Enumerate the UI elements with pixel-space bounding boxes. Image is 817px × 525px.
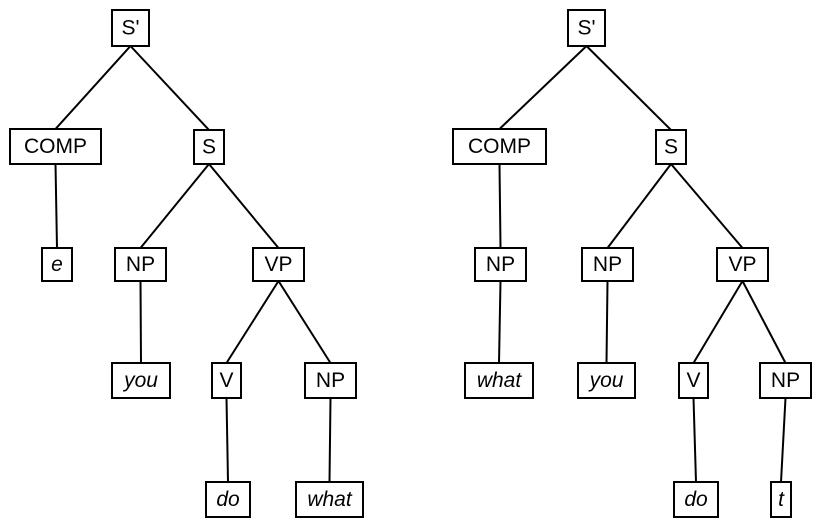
tree-node-R-COMP[interactable]: COMP [452, 128, 547, 165]
tree-edge-L-V-to-L-do [225, 397, 229, 483]
node-box-L-e [41, 247, 73, 282]
tree-node-R-VP[interactable]: VP [716, 247, 769, 282]
tree-edge-L-Sbar-to-L-COMP [54, 45, 132, 130]
tree-node-R-NP2[interactable]: NP [759, 362, 812, 399]
node-box-L-VP [252, 247, 305, 282]
tree-node-R-t[interactable]: t [770, 481, 792, 518]
tree-edge-R-NP2-to-R-t [780, 397, 787, 483]
tree-edge-R-NP1-to-R-you [605, 280, 609, 364]
tree-node-R-you[interactable]: you [577, 362, 636, 399]
node-box-L-what [295, 481, 364, 518]
node-box-R-S [655, 129, 687, 165]
node-box-L-V [211, 362, 242, 399]
node-box-R-do [673, 481, 719, 518]
node-label-R-V: V [686, 369, 700, 392]
node-label-R-COMP: COMP [468, 135, 531, 158]
tree-node-R-Sbar[interactable]: S' [567, 9, 606, 47]
tree-edge-R-Sbar-to-R-COMP [498, 45, 588, 130]
tree-edge-L-S-to-L-VP [208, 163, 280, 249]
node-box-L-COMP [9, 128, 102, 165]
tree-node-L-Sbar[interactable]: S' [111, 9, 150, 47]
node-label-L-what: what [307, 488, 353, 511]
node-label-L-NP2: NP [316, 369, 345, 392]
node-box-L-you [111, 362, 171, 399]
node-box-R-NP1 [581, 247, 634, 282]
tree-node-L-what[interactable]: what [295, 481, 364, 518]
tree-node-L-VP[interactable]: VP [252, 247, 305, 282]
node-box-R-NP0 [474, 247, 527, 282]
node-label-L-COMP: COMP [24, 135, 87, 158]
node-label-L-S: S [202, 136, 216, 159]
tree-edge-L-Sbar-to-L-S [129, 45, 210, 131]
node-label-L-V: V [219, 369, 233, 392]
tree-node-L-NP1[interactable]: NP [114, 247, 167, 282]
node-box-R-VP [716, 247, 769, 282]
node-box-R-V [678, 362, 709, 399]
node-label-R-Sbar: S' [577, 17, 595, 40]
tree-node-R-NP0[interactable]: NP [474, 247, 527, 282]
node-box-R-what [464, 362, 534, 399]
tree-edge-L-NP2-to-L-what [328, 397, 332, 483]
node-label-L-e: e [51, 253, 63, 276]
tree-edge-L-COMP-to-L-e [54, 163, 58, 249]
node-box-L-NP2 [304, 362, 357, 399]
tree-edge-R-S-to-R-NP1 [606, 163, 672, 249]
tree-node-L-e[interactable]: e [41, 247, 73, 282]
node-label-R-what: what [477, 369, 523, 392]
tree-node-L-V[interactable]: V [211, 362, 242, 399]
node-label-R-t: t [778, 488, 785, 511]
tree-node-R-V[interactable]: V [678, 362, 709, 399]
tree-node-R-what[interactable]: what [464, 362, 534, 399]
node-label-R-you: you [588, 369, 624, 392]
tree-edge-R-S-to-R-VP [670, 163, 744, 249]
tree-edge-R-COMP-to-R-NP0 [498, 163, 502, 249]
tree-edge-R-VP-to-R-V [692, 280, 744, 364]
tree-node-L-NP2[interactable]: NP [304, 362, 357, 399]
left-tree-edges [54, 45, 332, 483]
tree-node-L-S[interactable]: S [193, 129, 225, 165]
node-label-L-you: you [122, 369, 158, 392]
node-label-R-NP2: NP [771, 369, 800, 392]
node-box-L-Sbar [111, 9, 150, 47]
node-label-L-NP1: NP [126, 253, 155, 276]
node-label-L-Sbar: S' [121, 17, 139, 40]
node-box-R-NP2 [759, 362, 812, 399]
tree-node-L-do[interactable]: do [205, 481, 251, 518]
node-box-L-NP1 [114, 247, 167, 282]
right-tree-nodes: S' COMP S NP NP VP what you V NP do t [452, 9, 812, 518]
tree-edge-L-NP1-to-L-you [139, 280, 142, 364]
tree-node-R-S[interactable]: S [655, 129, 687, 165]
tree-edge-R-Sbar-to-R-S [585, 45, 672, 131]
node-box-L-do [205, 481, 251, 518]
tree-edge-R-V-to-R-do [692, 397, 697, 483]
node-box-R-COMP [452, 128, 547, 165]
tree-node-L-you[interactable]: you [111, 362, 171, 399]
node-label-R-NP1: NP [593, 253, 622, 276]
node-label-R-NP0: NP [486, 253, 515, 276]
node-label-R-VP: VP [728, 253, 756, 276]
edges-layer [54, 45, 787, 483]
tree-edge-L-S-to-L-NP1 [139, 163, 210, 249]
node-label-R-S: S [664, 136, 678, 159]
tree-edge-L-VP-to-L-V [225, 280, 280, 364]
right-tree-edges [498, 45, 787, 483]
node-label-R-do: do [684, 488, 708, 511]
node-box-R-t [770, 481, 792, 518]
tree-node-L-COMP[interactable]: COMP [9, 128, 102, 165]
node-box-R-you [577, 362, 636, 399]
tree-edge-R-VP-to-R-NP2 [741, 280, 787, 364]
tree-edge-R-NP0-to-R-what [498, 280, 502, 364]
node-box-L-S [193, 129, 225, 165]
tree-node-R-NP1[interactable]: NP [581, 247, 634, 282]
tree-node-R-do[interactable]: do [673, 481, 719, 518]
node-label-L-do: do [216, 488, 240, 511]
node-box-R-Sbar [567, 9, 606, 47]
tree-edge-L-VP-to-L-NP2 [277, 280, 332, 364]
node-label-L-VP: VP [264, 253, 292, 276]
